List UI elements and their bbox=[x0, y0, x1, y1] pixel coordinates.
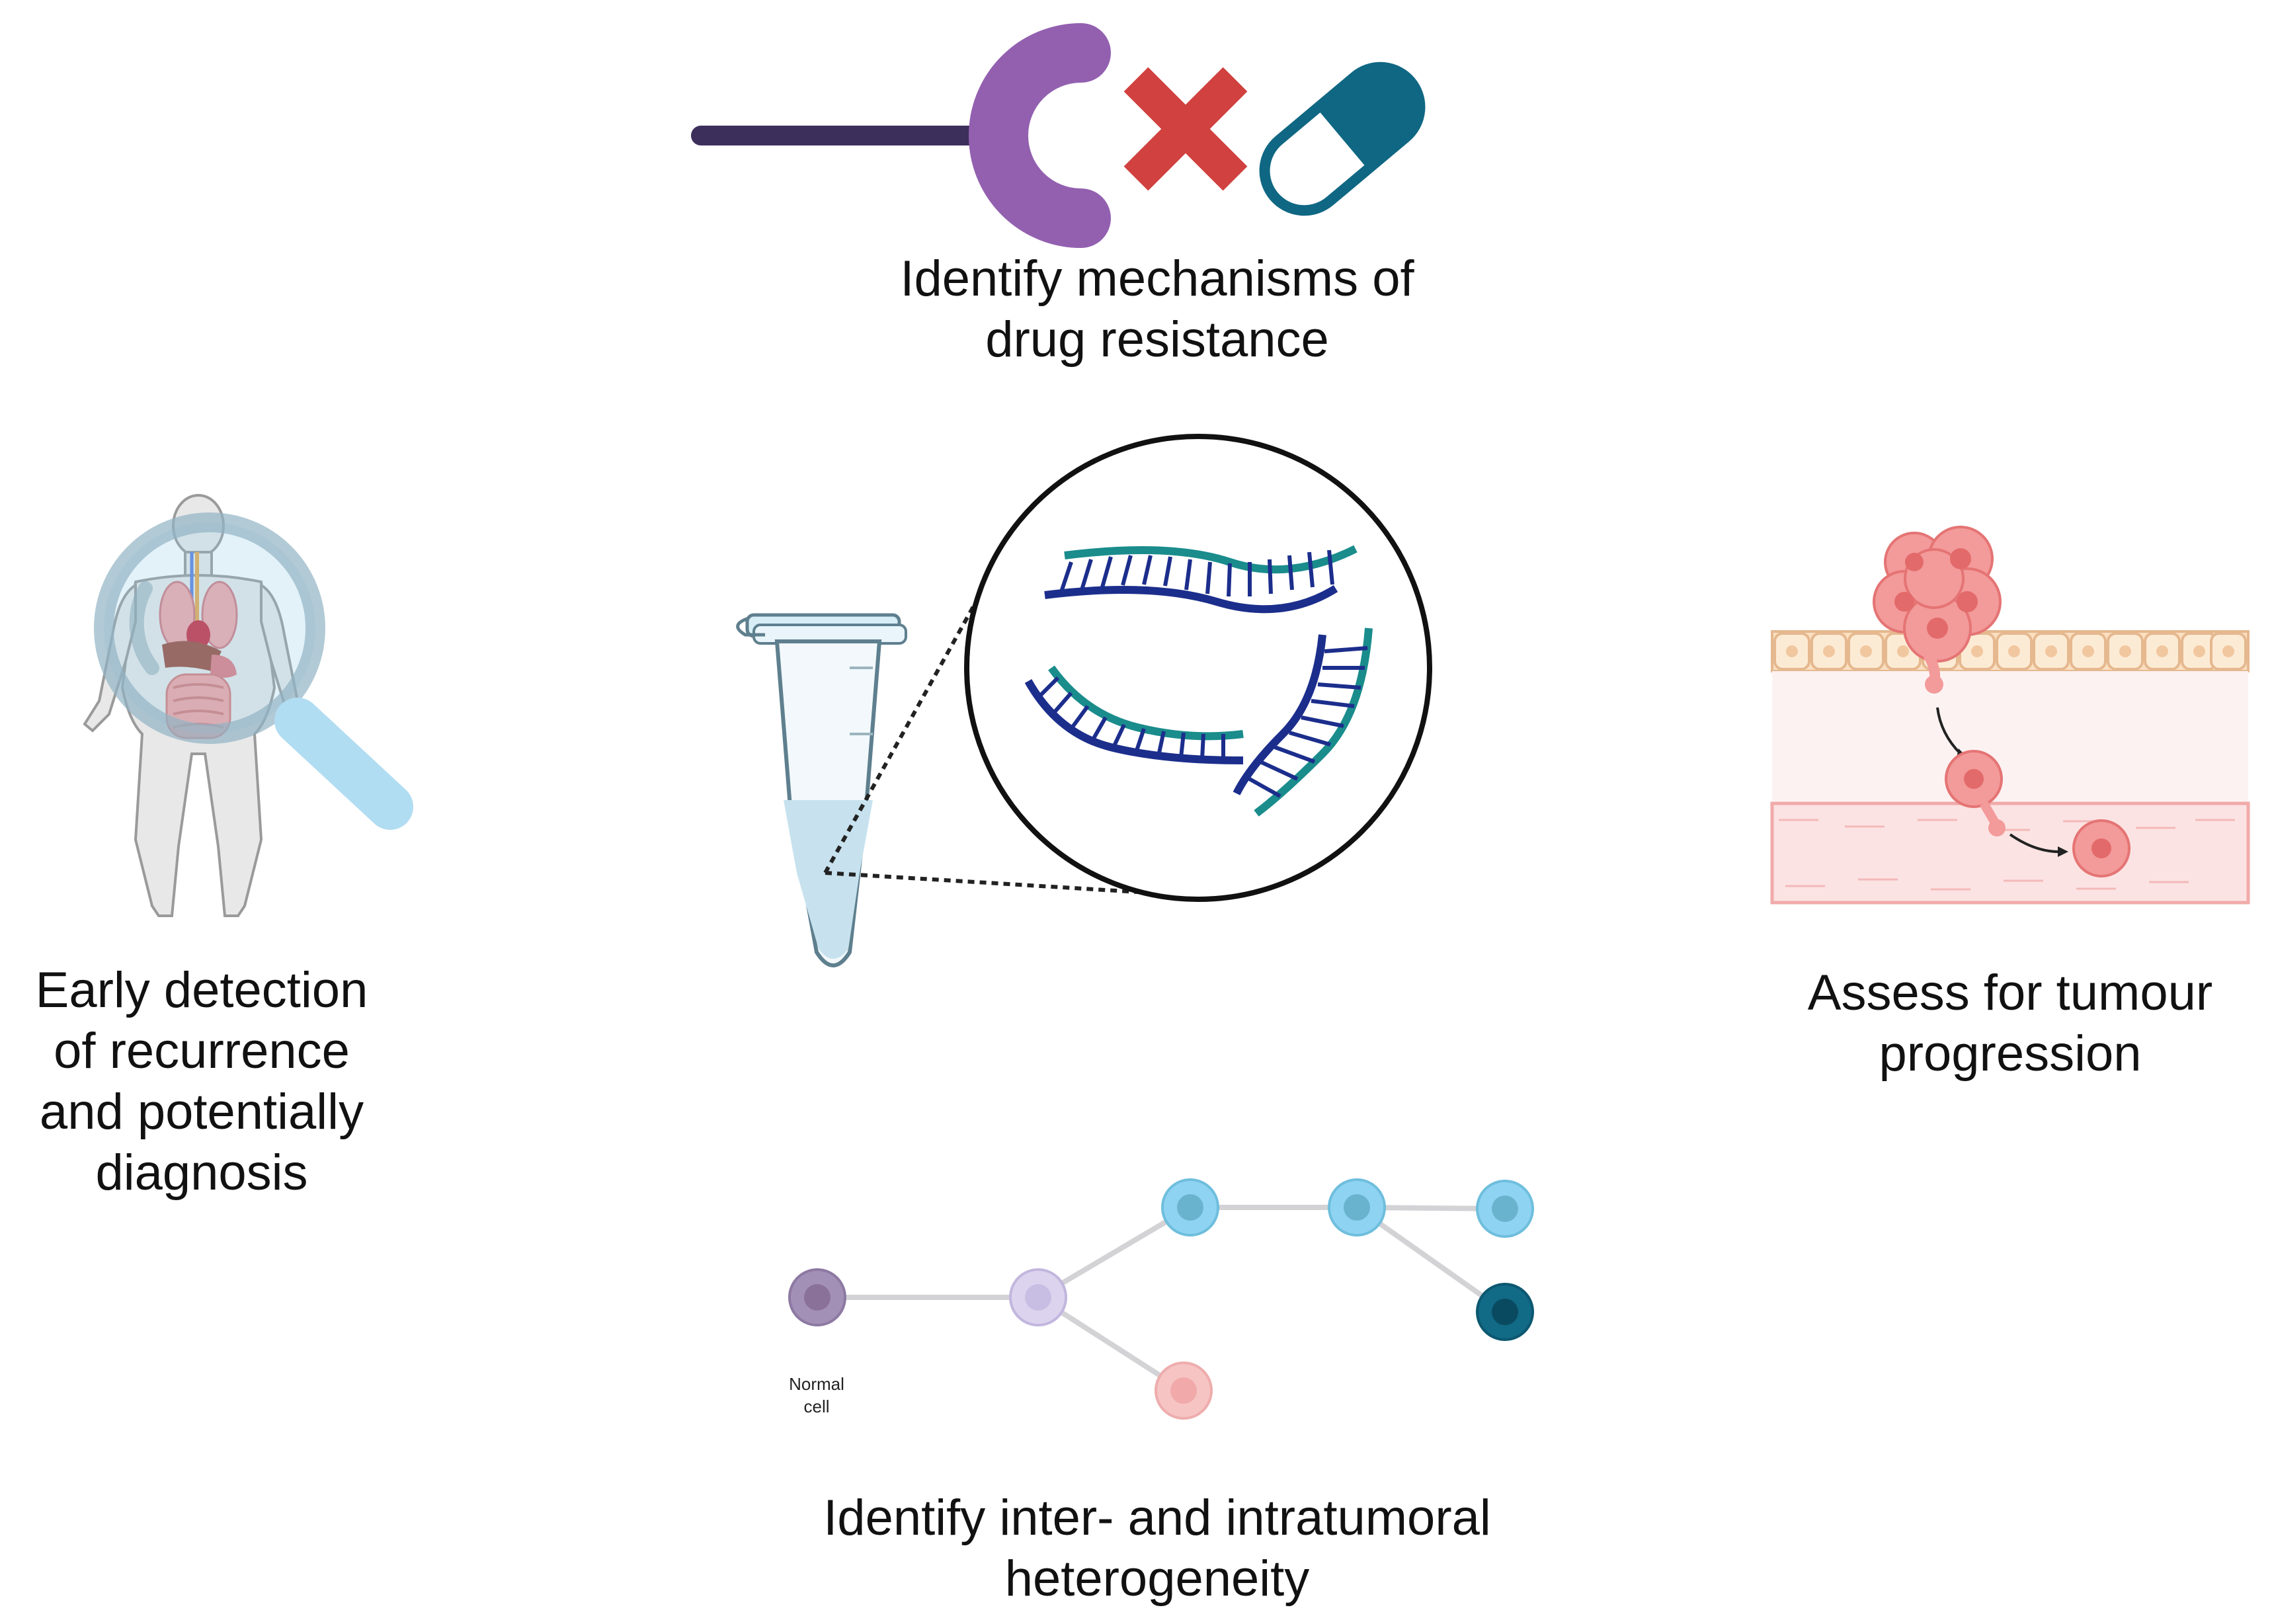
cell-tree-icon bbox=[788, 1178, 1534, 1420]
caption-heterogeneity: Identify inter- and intratumoral heterog… bbox=[734, 1488, 1580, 1609]
normal-cell-label: Normal cell bbox=[767, 1373, 866, 1418]
caption-line: progression bbox=[1879, 1026, 2142, 1082]
normal-cell-label-line: cell bbox=[803, 1397, 830, 1416]
caption-line: Identify mechanisms of bbox=[900, 251, 1414, 307]
caption-line: Assess for tumour bbox=[1807, 965, 2213, 1021]
pill-icon bbox=[1259, 61, 1426, 216]
caption-line: Early detection bbox=[35, 962, 368, 1018]
cross-icon bbox=[1123, 67, 1248, 191]
normal-cell-label-line: Normal bbox=[789, 1374, 844, 1394]
caption-line: and potentially bbox=[39, 1084, 364, 1140]
caption-drug-resistance: Identify mechanisms of drug resistance bbox=[807, 249, 1508, 370]
caption-early-detection: Early detection of recurrence and potent… bbox=[0, 960, 403, 1203]
dna-icon bbox=[964, 434, 1432, 902]
tube-icon bbox=[736, 613, 907, 967]
caption-tumour-progression: Assess for tumour progression bbox=[1759, 963, 2261, 1084]
caption-line: drug resistance bbox=[985, 311, 1329, 368]
caption-line: heterogeneity bbox=[1004, 1551, 1310, 1607]
zoom-lines bbox=[823, 584, 1171, 896]
caption-line: Identify inter- and intratumoral bbox=[823, 1490, 1491, 1546]
caption-line: of recurrence bbox=[54, 1023, 350, 1079]
receptor-icon bbox=[691, 23, 1111, 248]
caption-line: diagnosis bbox=[95, 1145, 308, 1201]
magnifier-icon bbox=[94, 512, 413, 830]
normal-cell bbox=[788, 1268, 846, 1326]
tumour-icon bbox=[1770, 526, 2250, 905]
